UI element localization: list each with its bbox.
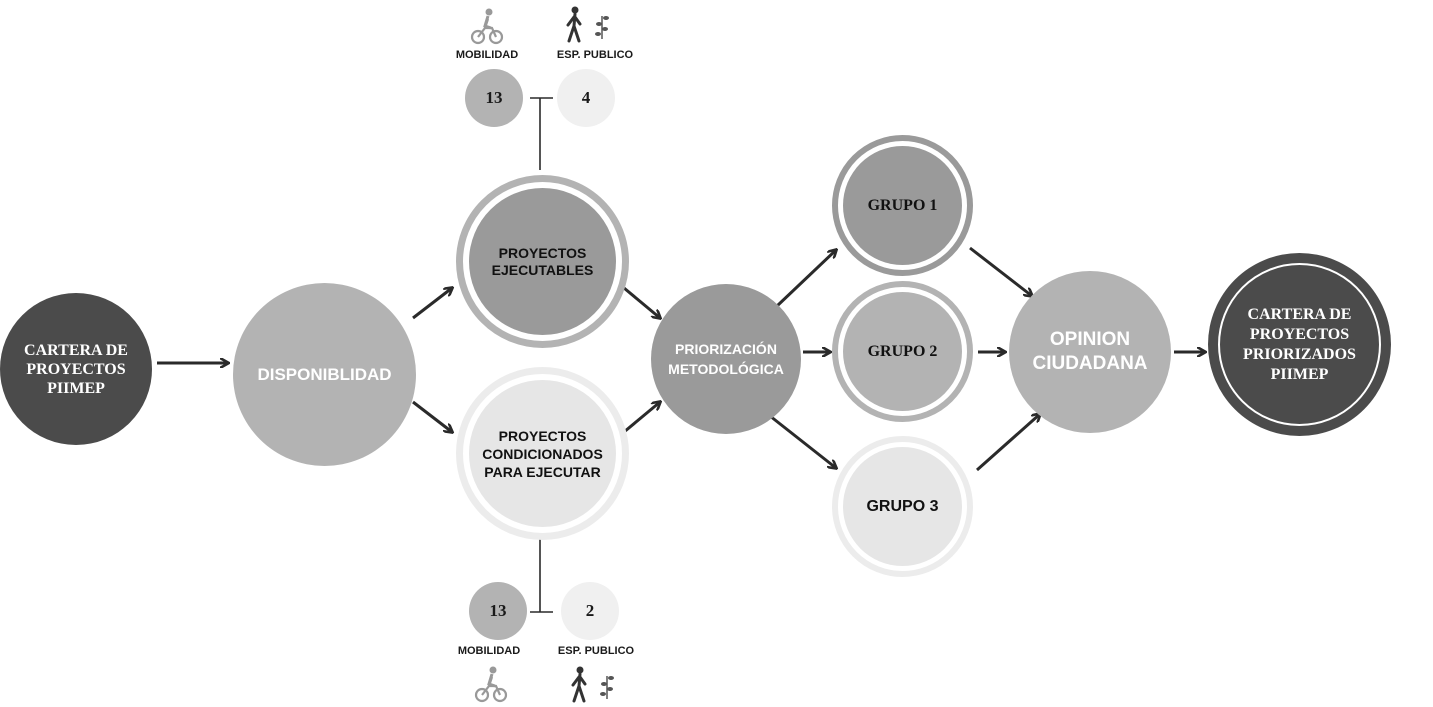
plant-icon	[600, 676, 614, 699]
node-opinion-ciudadana-label: OPINION CIUDADANA	[1032, 329, 1148, 374]
node-cartera-priorizados-label: CARTERA DE PROYECTOS PRIORIZADOS PIIMEP	[1243, 305, 1356, 383]
node-grupo-1: GRUPO 1	[832, 135, 973, 276]
arrow-grupo1-to-opinion	[969, 246, 1032, 296]
arrow-condicionados-to-priorizacion	[623, 402, 660, 434]
bottom-esp-publico-label: ESP. PUBLICO	[557, 645, 635, 657]
top-esp-publico-label: ESP. PUBLICO	[556, 49, 634, 61]
node-proyectos-condicionados: PROYECTOS CONDICIONADOS PARA EJECUTAR	[456, 367, 629, 540]
node-cartera-piimep: CARTERA DE PROYECTOS PIIMEP	[0, 293, 152, 445]
arrow-disponibilidad-to-condicionados	[412, 400, 452, 432]
bicycle-icon	[470, 8, 504, 45]
node-proyectos-ejecutables: PROYECTOS EJECUTABLES	[456, 175, 629, 348]
top-esp-publico-count-badge: 4	[557, 69, 615, 127]
node-grupo-1-label: GRUPO 1	[867, 196, 938, 214]
arrow-priorizacion-to-grupo1	[775, 250, 836, 308]
arrow-ejecutables-to-priorizacion	[623, 286, 660, 318]
bottom-mobilidad-count-badge: 13	[469, 582, 527, 640]
node-priorizacion-metodologica: PRIORIZACIÓN METODOLÓGICA	[651, 284, 801, 434]
arrow-grupo3-to-opinion	[976, 414, 1040, 472]
node-disponibilidad: DISPONIBLIDAD	[233, 283, 416, 466]
bottom-esp-publico-count: 2	[585, 601, 595, 620]
top-mobilidad-label: MOBILIDAD	[455, 49, 519, 61]
bottom-mobilidad-label: MOBILIDAD	[457, 645, 521, 657]
arrow-disponibilidad-to-ejecutables	[412, 288, 452, 320]
node-grupo-2: GRUPO 2	[832, 281, 973, 422]
top-mobilidad-count-badge: 13	[465, 69, 523, 127]
node-priorizacion-metodologica-label: PRIORIZACIÓN METODOLÓGICA	[668, 341, 784, 377]
node-cartera-piimep-label: CARTERA DE PROYECTOS PIIMEP	[24, 341, 128, 397]
node-grupo-3-label: GRUPO 3	[866, 497, 939, 515]
top-esp-publico-count: 4	[581, 88, 591, 107]
bicycle-icon	[474, 666, 508, 703]
pedestrian-icon	[571, 666, 587, 703]
pedestrian-icon	[566, 6, 582, 43]
bottom-mobilidad-count: 13	[489, 601, 507, 620]
plant-icon	[595, 16, 609, 39]
arrow-priorizacion-to-grupo3	[769, 414, 836, 468]
top-mobilidad-count: 13	[485, 88, 503, 107]
node-cartera-priorizados: CARTERA DE PROYECTOS PRIORIZADOS PIIMEP	[1208, 253, 1391, 436]
node-disponibilidad-label: DISPONIBLIDAD	[257, 364, 392, 384]
node-opinion-ciudadana: OPINION CIUDADANA	[1009, 271, 1171, 433]
node-proyectos-condicionados-label: PROYECTOS CONDICIONADOS PARA EJECUTAR	[482, 427, 603, 480]
node-grupo-3: GRUPO 3	[832, 436, 973, 577]
node-proyectos-ejecutables-label: PROYECTOS EJECUTABLES	[491, 244, 594, 278]
node-grupo-2-label: GRUPO 2	[867, 342, 938, 360]
bottom-esp-publico-count-badge: 2	[561, 582, 619, 640]
